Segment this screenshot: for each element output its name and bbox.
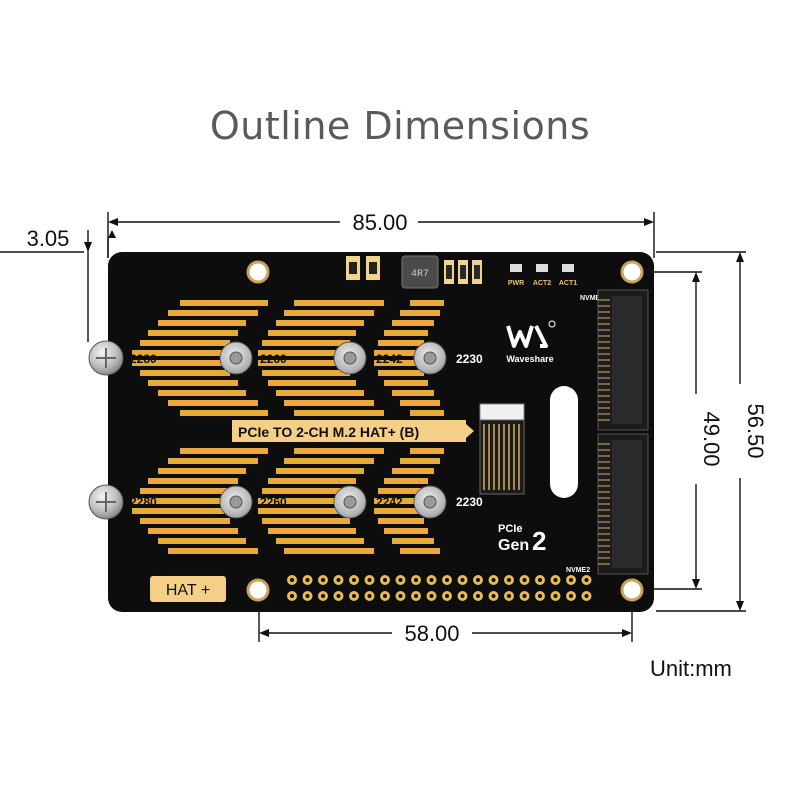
- size-2280-upper: 2280: [130, 352, 157, 366]
- dim-height: 56.50: [743, 403, 768, 458]
- gpio-pad-hole: [383, 594, 387, 598]
- gpio-pad-hole: [491, 578, 496, 582]
- pcb-board: 2280 2260 2242 2230 2280 2260 2242 2230 …: [88, 252, 654, 612]
- brand-name: Waveshare: [506, 354, 553, 364]
- dim-hole-spacing-y: 49.00: [699, 411, 724, 466]
- gpio-pad-hole: [445, 578, 449, 582]
- slot-label-nvme1: NVME1: [580, 295, 604, 302]
- gpio-pad-hole: [352, 578, 356, 582]
- gpio-pad-hole: [352, 594, 356, 598]
- size-labels-upper: 2280 2260 2242 2230: [130, 352, 483, 366]
- led-icon: [562, 264, 574, 272]
- gpio-pad-hole: [584, 578, 589, 582]
- gpio-pad-hole: [569, 594, 573, 598]
- gpio-pad-hole: [553, 594, 558, 598]
- gpio-pad-hole: [321, 594, 325, 598]
- board-cutout: [550, 386, 578, 498]
- pcie-gen-mark: PCIe Gen 2: [498, 523, 546, 556]
- gpio-pad-hole: [476, 594, 480, 598]
- led-label-act2: ACT2: [533, 280, 551, 287]
- size-2230-lower: 2230: [456, 495, 483, 509]
- board-name-banner: [232, 420, 466, 442]
- gpio-pad-hole: [522, 594, 527, 598]
- unit-label: Unit:mm: [650, 656, 732, 681]
- gpio-pad-hole: [553, 578, 558, 582]
- gpio-pad-hole: [383, 578, 387, 582]
- gpio-pad-hole: [429, 578, 434, 582]
- gpio-pad-hole: [460, 578, 465, 582]
- hat-badge: [150, 576, 226, 602]
- gpio-pad-hole: [367, 594, 372, 598]
- led-icon: [510, 264, 522, 272]
- led-icon: [536, 264, 548, 272]
- gpio-pad-hole: [507, 594, 511, 598]
- standoffs: [219, 341, 447, 519]
- gpio-pad-hole: [398, 594, 403, 598]
- gpio-pad-hole: [538, 578, 542, 582]
- dimension-lines: [0, 212, 746, 642]
- mounting-holes: [246, 260, 644, 602]
- m2-connectors: [597, 289, 649, 575]
- led-label-act1: ACT1: [559, 280, 577, 287]
- gen-label: Gen: [498, 537, 529, 554]
- dim-width: 85.00: [352, 210, 407, 235]
- gpio-pad-hole: [336, 578, 341, 582]
- gpio-header: [287, 575, 592, 601]
- inductor-icon: [401, 255, 439, 289]
- screws: [88, 340, 124, 520]
- dim-hole-offset: 3.05: [27, 226, 70, 251]
- board-name: PCIe TO 2-CH M.2 HAT+ (B): [238, 424, 419, 440]
- led-label-pwr: PWR: [508, 280, 524, 287]
- size-labels-lower: 2280 2260 2242 2230: [130, 495, 483, 509]
- gpio-pad-hole: [460, 594, 465, 598]
- waveshare-logo-icon: [506, 325, 534, 348]
- gpio-pad-hole: [305, 594, 310, 598]
- dim-hole-spacing-x: 58.00: [404, 621, 459, 646]
- gpio-pad-hole: [476, 578, 480, 582]
- gpio-pad-hole: [584, 594, 589, 598]
- size-2230-upper: 2230: [456, 352, 483, 366]
- gpio-pad-hole: [290, 578, 294, 582]
- size-2242-upper: 2242: [376, 352, 403, 366]
- gpio-pad-hole: [491, 594, 496, 598]
- gpio-pad-hole: [569, 578, 573, 582]
- size-2260-lower: 2260: [260, 495, 287, 509]
- gpio-pad-hole: [321, 578, 325, 582]
- gpio-pad-hole: [414, 578, 418, 582]
- size-2242-lower: 2242: [376, 495, 403, 509]
- inductor-mark: 4R7: [411, 269, 429, 280]
- slot-label-nvme2: NVME2: [566, 567, 590, 574]
- gen-number: 2: [532, 526, 546, 556]
- fpc-connector: [479, 403, 525, 495]
- gpio-pad-hole: [305, 578, 310, 582]
- gpio-pad-hole: [398, 578, 403, 582]
- size-2280-lower: 2280: [130, 495, 157, 509]
- gpio-pad-hole: [538, 594, 542, 598]
- gpio-pad-hole: [507, 578, 511, 582]
- gold-chevrons-lower: [132, 448, 444, 554]
- gpio-pad-hole: [414, 594, 418, 598]
- gold-chevrons-upper: [132, 300, 444, 416]
- gpio-pad-hole: [290, 594, 294, 598]
- gpio-pad-hole: [445, 594, 449, 598]
- led-indicators: PWR ACT2 ACT1: [508, 264, 577, 287]
- gpio-pad-hole: [522, 578, 527, 582]
- gpio-pad-hole: [367, 578, 372, 582]
- size-2260-upper: 2260: [260, 352, 287, 366]
- hat-badge-label: HAT +: [166, 582, 210, 599]
- waveshare-logo: Waveshare: [506, 320, 556, 364]
- gpio-pad-hole: [429, 594, 434, 598]
- gpio-pad-hole: [336, 594, 341, 598]
- pcie-label: PCIe: [498, 523, 522, 535]
- top-components: 4R7: [346, 255, 482, 289]
- page-title: Outline Dimensions: [209, 104, 591, 148]
